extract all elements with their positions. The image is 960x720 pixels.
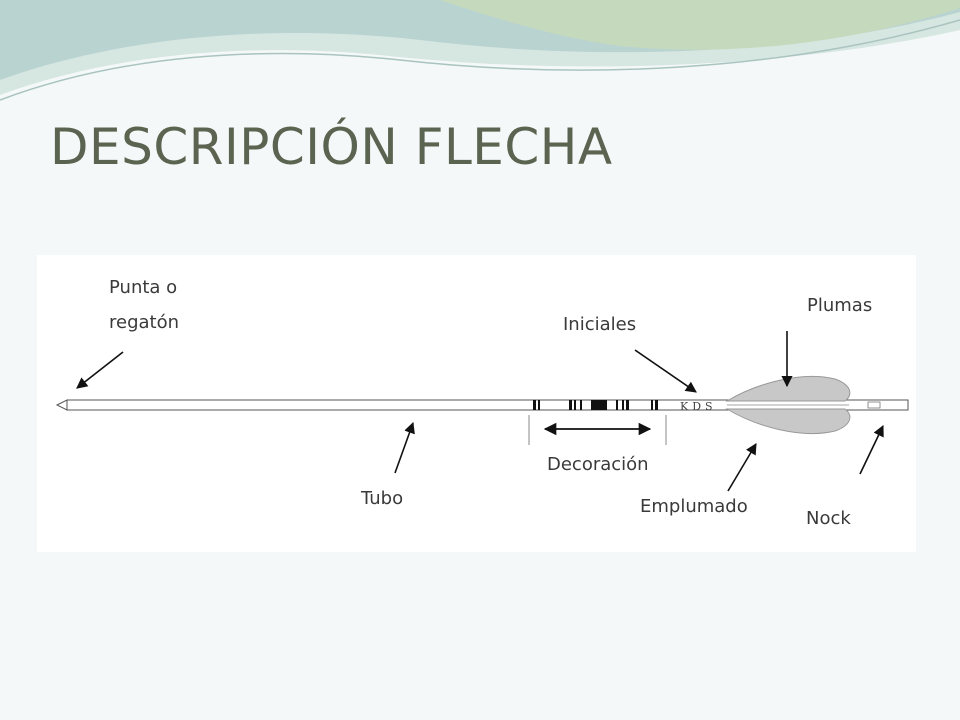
label-tubo: Tubo <box>360 488 403 509</box>
pointer-tubo <box>394 421 415 474</box>
decoration-bands <box>533 400 658 410</box>
label-decoracion: Decoración <box>547 454 649 475</box>
label-plumas: Plumas <box>807 295 872 316</box>
pointer-emplumado <box>727 443 757 492</box>
header-swoosh-green <box>440 0 960 50</box>
arrow-diagram: KDS Punta o regatón Tubo Decoración Inic… <box>37 255 916 552</box>
feather-upper <box>725 376 851 402</box>
label-nock: Nock <box>806 508 851 529</box>
shaft-initials: KDS <box>680 400 717 413</box>
pointer-iniciales <box>634 349 697 393</box>
nock-slot <box>867 401 881 409</box>
arrow-shaft <box>55 399 909 411</box>
arrow-point-tip <box>55 399 68 411</box>
label-emplumado: Emplumado <box>640 496 748 517</box>
header-swoosh-line <box>0 19 960 101</box>
pointer-punta <box>76 351 124 389</box>
label-iniciales: Iniciales <box>563 314 636 335</box>
label-punta-line1: Punta o <box>109 277 177 298</box>
feather-lower <box>725 408 851 434</box>
arrow-diagram-svg: KDS Punta o regatón Tubo Decoración Inic… <box>55 277 909 529</box>
decoration-bracket <box>528 415 667 445</box>
pointer-nock <box>859 424 884 475</box>
slide-title: DESCRIPCIÓN FLECHA <box>50 118 613 176</box>
label-punta-line2: regatón <box>109 312 179 333</box>
fletching <box>725 376 851 434</box>
arrow-tube <box>66 399 909 411</box>
